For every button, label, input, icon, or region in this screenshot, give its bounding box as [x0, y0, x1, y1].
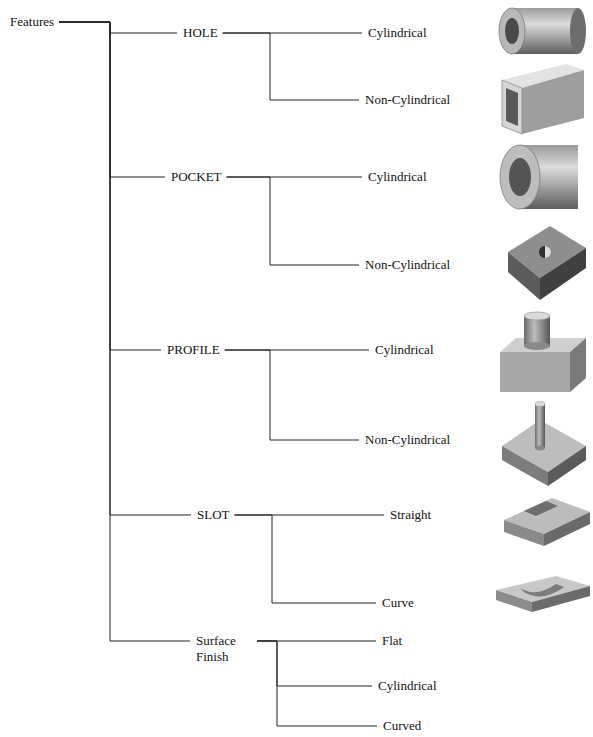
tree-label: Non-Cylindrical — [365, 92, 450, 108]
tree-label: Curved — [383, 718, 421, 734]
tree-label: Cylindrical — [368, 25, 427, 41]
node-text: Non-Cylindrical — [365, 257, 450, 273]
tree-label: Non-Cylindrical — [365, 257, 450, 273]
tree-label: PROFILE — [167, 342, 220, 358]
block-hole-illustration — [508, 226, 586, 300]
tree-branch — [225, 350, 359, 440]
node-text: HOLE — [183, 25, 218, 41]
tree-branch — [235, 515, 377, 603]
node-text: Flat — [382, 633, 402, 649]
node-text: Surface Finish — [196, 633, 252, 665]
tree-branch — [257, 641, 377, 726]
node-text: Cylindrical — [368, 25, 427, 41]
node-text: SLOT — [197, 507, 230, 523]
node-text: PROFILE — [167, 342, 220, 358]
tree-branch — [223, 33, 359, 100]
curve-slot-illustration — [496, 576, 590, 612]
node-text: Features — [10, 14, 54, 30]
tree-branch — [59, 22, 165, 177]
tree-branch — [257, 641, 372, 686]
node-text: Non-Cylindrical — [365, 432, 450, 448]
tree-branch — [59, 22, 191, 515]
tree-label: Surface Finish — [196, 633, 252, 665]
tree-label: Non-Cylindrical — [365, 432, 450, 448]
tree-branch — [59, 22, 190, 641]
tree-branch — [59, 22, 177, 33]
node-text: Cylindrical — [375, 342, 434, 358]
pin-block-illustration — [502, 402, 586, 487]
tube-illustration — [499, 8, 586, 54]
node-text: Straight — [390, 507, 431, 523]
tree-branch — [227, 177, 359, 265]
tree-label: Flat — [382, 633, 402, 649]
square-tube-illustration — [502, 64, 584, 134]
tree-label: Cylindrical — [368, 169, 427, 185]
tree-label: Straight — [390, 507, 431, 523]
boss-illustration — [500, 312, 586, 392]
tree-label: POCKET — [171, 169, 222, 185]
node-text: Non-Cylindrical — [365, 92, 450, 108]
node-text: Cylindrical — [368, 169, 427, 185]
tree-label: Cylindrical — [375, 342, 434, 358]
node-text: Curved — [383, 718, 421, 734]
tree-label: Curve — [382, 595, 414, 611]
straight-slot-illustration — [504, 498, 590, 546]
tree-label: Cylindrical — [378, 678, 437, 694]
node-text: Curve — [382, 595, 414, 611]
tree-label: HOLE — [183, 25, 218, 41]
node-text: Cylindrical — [378, 678, 437, 694]
tree-label: SLOT — [197, 507, 230, 523]
node-text: POCKET — [171, 169, 222, 185]
root-label: Features — [10, 14, 54, 30]
ring-illustration — [500, 145, 578, 209]
